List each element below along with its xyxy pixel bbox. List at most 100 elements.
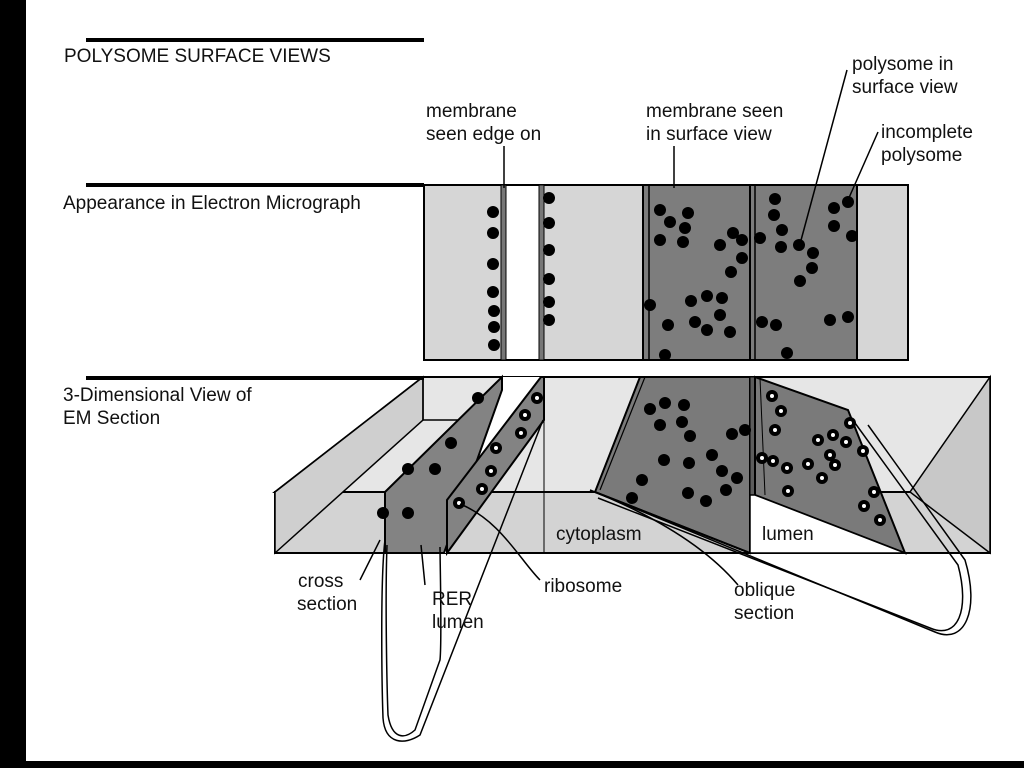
ribosome-dot <box>842 311 854 323</box>
ribosome-dot <box>664 216 676 228</box>
ribosome-dot <box>402 463 414 475</box>
ribosome-dot <box>739 424 751 436</box>
ribosome-dot <box>701 290 713 302</box>
label-polysome-surface-line1: polysome in <box>852 54 954 75</box>
ribosome-dot <box>770 319 782 331</box>
ribosome-dot-center <box>489 469 493 473</box>
em-micrograph-panel <box>423 184 909 361</box>
ribosome-dot <box>543 244 555 256</box>
label-cytoplasm: cytoplasm <box>556 524 642 545</box>
ribosome-dot <box>806 262 818 274</box>
label-rer-lumen-line1: RER <box>432 589 473 610</box>
ribosome-dot <box>776 224 788 236</box>
ribosome-dot <box>842 196 854 208</box>
ribosome-dot <box>445 437 457 449</box>
ribosome-dot <box>488 321 500 333</box>
ribosome-dot <box>794 275 806 287</box>
ribosome-dot-center <box>786 489 790 493</box>
ribosome-dot-center <box>785 466 789 470</box>
label-oblique-section-line2: section <box>734 603 795 624</box>
3d-section-heading-line2: EM Section <box>63 408 161 429</box>
ribosome-dot <box>654 204 666 216</box>
ribosome-dot <box>706 449 718 461</box>
ribosome-dot <box>543 217 555 229</box>
ribosome-dot-center <box>820 476 824 480</box>
ribosome-dot <box>644 299 656 311</box>
ribosome-dot-center <box>848 421 852 425</box>
ribosome-dot <box>487 286 499 298</box>
ribosome-dot <box>676 416 688 428</box>
ribosome-dot <box>472 392 484 404</box>
ribosome-dot <box>775 241 787 253</box>
ribosome-dot-center <box>773 428 777 432</box>
ribosome-dot <box>725 266 737 278</box>
ribosome-dot <box>658 454 670 466</box>
ribosome-dot <box>644 403 656 415</box>
leader-lines <box>359 69 972 742</box>
label-ribosome: ribosome <box>544 576 623 597</box>
label-membrane-edge-line1: membrane <box>426 101 517 122</box>
ribosome-dot <box>487 227 499 239</box>
ribosome-dot-center <box>771 459 775 463</box>
ribosome-dot-center <box>828 453 832 457</box>
ribosome-dot <box>543 192 555 204</box>
ribosome-dot-center <box>878 518 882 522</box>
ribosome-dot <box>720 484 732 496</box>
ribosome-dot <box>736 252 748 264</box>
ribosome-dot <box>679 222 691 234</box>
ribosome-dot <box>685 295 697 307</box>
ribosome-dot-center <box>833 463 837 467</box>
ribosome-dot-center <box>480 487 484 491</box>
title-rule <box>86 38 424 42</box>
ribosome-dot <box>684 430 696 442</box>
ribosome-dot-center <box>519 431 523 435</box>
ribosome-dot <box>724 326 736 338</box>
ribosome-dot <box>377 507 389 519</box>
ribosome-dot <box>429 463 441 475</box>
ribosome-dot <box>700 495 712 507</box>
ribosome-dot-center <box>844 440 848 444</box>
em-section-3d-box <box>272 374 991 557</box>
ribosome-dot <box>543 273 555 285</box>
ribosome-dot <box>654 234 666 246</box>
ribosome-dot <box>731 472 743 484</box>
ribosome-dot-center <box>779 409 783 413</box>
ribosome-dot <box>683 457 695 469</box>
label-cross-section-line1: cross <box>298 571 344 592</box>
ribosome-dot <box>678 399 690 411</box>
ribosome-dot-center <box>760 456 764 460</box>
ribosome-dot <box>714 239 726 251</box>
ribosome-dot <box>807 247 819 259</box>
ribosome-dot <box>488 305 500 317</box>
3d-ribosome-dots <box>377 390 886 526</box>
ribosome-dot <box>543 296 555 308</box>
ribosome-dot <box>828 202 840 214</box>
ribosome-dot-center <box>816 438 820 442</box>
label-incomplete-line2: polysome <box>881 145 963 166</box>
label-polysome-surface-line2: surface view <box>852 77 958 98</box>
label-membrane-surface-line2: in surface view <box>646 124 772 145</box>
ribosome-dot <box>654 419 666 431</box>
em-section-rule <box>86 183 424 187</box>
ribosome-dot-center <box>523 413 527 417</box>
diagram-title: POLYSOME SURFACE VIEWS <box>64 46 331 67</box>
ribosome-dot <box>701 324 713 336</box>
ribosome-dot <box>626 492 638 504</box>
ribosome-dot <box>828 220 840 232</box>
ribosome-dot <box>487 258 499 270</box>
ribosome-dot <box>543 314 555 326</box>
label-rer-lumen-line2: lumen <box>432 612 484 633</box>
ribosome-dot <box>689 316 701 328</box>
3d-section-rule <box>86 376 424 380</box>
3d-section-heading-line1: 3-Dimensional View of <box>63 385 252 406</box>
label-membrane-surface-line1: membrane seen <box>646 101 784 122</box>
ribosome-dot <box>768 209 780 221</box>
ribosome-dot <box>754 232 766 244</box>
ribosome-dot-center <box>831 433 835 437</box>
bottom-frame-bar <box>0 761 1024 768</box>
ribosome-dot <box>846 230 858 242</box>
ribosome-dot <box>677 236 689 248</box>
ribosome-dot <box>402 507 414 519</box>
ribosome-dot <box>824 314 836 326</box>
ribosome-dot <box>636 474 648 486</box>
